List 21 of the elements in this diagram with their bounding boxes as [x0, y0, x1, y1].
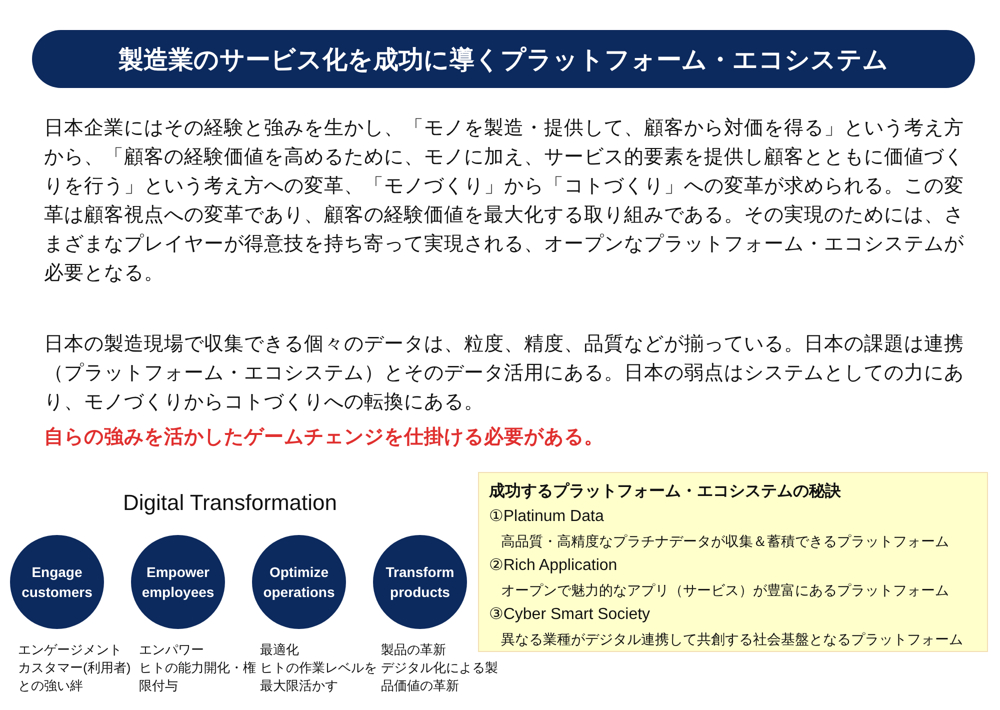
caption-text: エンパワー ヒトの能力開化・権限付与: [139, 641, 257, 695]
title-banner: 製造業のサービス化を成功に導くプラットフォーム・エコシステム: [32, 30, 975, 88]
panel-heading: 成功するプラットフォーム・エコシステムの秘訣: [489, 481, 842, 502]
circle-label: Empower employees: [140, 563, 216, 602]
list-item-text: 高品質・高精度なプラチナデータが収集＆蓄積できるプラットフォーム: [500, 532, 950, 551]
caption-text: エンゲージメント カスタマー(利用者)との強い絆: [18, 641, 132, 695]
section-heading: Digital Transformation: [122, 490, 338, 516]
emphasis-sentence: 自らの強みを活かしたゲームチェンジを仕掛ける必要がある。: [44, 425, 605, 450]
body-paragraph: 日本企業にはその経験と強みを生かし、「モノを製造・提供して、顧客から対価を得る」という考え方から、「顧客の経験価値を高めるために、モノに加え、サービス的要素を提供し顧客とともに価値づくりを行う」という考え方への変革、「モノづくり」から「コトづくり」への変革が求められる。この変革は顧客視点への変革であり、顧客の経験価値を最大化する取り組みである。その実現のためには、さまざまなプレイヤーが得意技を持ち寄って実現される、オープンなプラットフォーム・エコシステムが必要となる。: [44, 116, 965, 286]
note-panel: [478, 472, 988, 652]
list-item-text: 異なる業種がデジタル連携して共創する社会基盤となるプラットフォーム: [500, 630, 964, 649]
list-item-title: ①Platinum Data: [489, 506, 605, 526]
caption-text: 最適化 ヒトの作業レベルを最大限活かす: [260, 641, 378, 695]
list-item-title: ②Rich Application: [489, 556, 618, 576]
list-item-title: ③Cyber Smart Society: [489, 604, 652, 624]
list-item-text: オープンで魅力的なアプリ（サービス）が豊富にあるプラットフォーム: [500, 581, 950, 600]
circle-label: Engage customers: [20, 563, 94, 602]
body-paragraph: 日本の製造現場で収集できる個々のデータは、粒度、精度、品質などが揃っている。日本の課題は連携（プラットフォーム・エコシステム）とそのデータ活用にある。日本の弱点はシステムとしての力にあり、モノづくりからコトづくりへの転換にある。: [44, 332, 965, 415]
caption-text: 製品の革新 デジタル化による製品価値の革新: [381, 641, 499, 695]
circle-label: Optimize operations: [262, 563, 336, 602]
circle-label: Transform products: [384, 563, 456, 602]
